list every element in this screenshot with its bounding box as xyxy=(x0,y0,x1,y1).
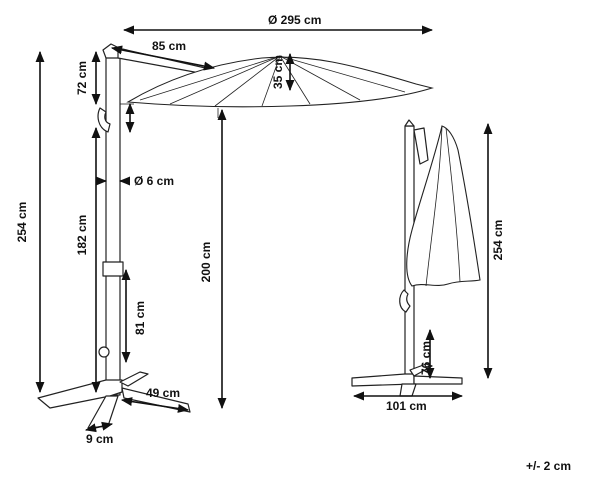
folded-height-dimension: 254 cm xyxy=(483,122,505,380)
pole-sleeve xyxy=(102,261,124,277)
clearance-height-dimension: 200 cm xyxy=(199,108,227,410)
parasol-pole xyxy=(105,49,121,396)
clearance-height-label: 200 cm xyxy=(199,242,213,283)
base-leg-back xyxy=(119,371,149,387)
lower-section-label: 81 cm xyxy=(133,301,147,335)
tolerance-note: +/- 2 cm xyxy=(526,459,571,473)
base-leg-front xyxy=(87,395,119,429)
top-section-dimension: 72 cm xyxy=(75,50,101,106)
base-foot-label: 9 cm xyxy=(86,432,113,446)
base-half-width-dimension: 49 cm xyxy=(120,386,190,413)
crank-height-label: 76 cm xyxy=(419,341,433,375)
canopy-diameter-label: Ø 295 cm xyxy=(268,13,321,27)
base-foot-dimension: 9 cm xyxy=(84,421,113,446)
total-height-dimension: 254 cm xyxy=(15,50,45,394)
pole-knob xyxy=(98,346,110,358)
folded-base-front xyxy=(399,383,417,397)
folded-crank-handle xyxy=(399,289,411,313)
pole-height-dimension: 182 cm xyxy=(75,126,101,394)
folded-canopy-seam-2 xyxy=(445,127,461,283)
pole-diameter-dimension: Ø 6 cm xyxy=(95,174,174,188)
pole-diameter-label: Ø 6 cm xyxy=(134,174,174,188)
canopy-diameter-dimension: Ø 295 cm xyxy=(122,13,434,35)
pole-height-label: 182 cm xyxy=(75,215,89,256)
canopy-height-dimension: 35 cm xyxy=(271,52,295,92)
base-leg-left xyxy=(37,379,123,409)
canopy-height-label: 35 cm xyxy=(271,55,285,89)
base-half-width-label: 49 cm xyxy=(146,386,180,400)
crank-handle xyxy=(97,107,111,133)
crank-height-dimension: 76 cm xyxy=(419,328,435,380)
folded-base-right xyxy=(413,375,463,385)
folded-canopy xyxy=(406,125,481,287)
base-width-label: 101 cm xyxy=(386,399,427,413)
arm-length-dimension: 85 cm xyxy=(110,39,216,71)
arm-length-label: 85 cm xyxy=(152,39,186,53)
folded-canopy-seam-1 xyxy=(425,125,443,287)
folded-arm xyxy=(413,127,429,165)
folded-pole-top xyxy=(404,119,415,127)
open-parasol-illustration xyxy=(37,43,435,429)
folded-height-label: 254 cm xyxy=(491,220,505,261)
lower-section-dimension: 81 cm xyxy=(121,268,147,364)
total-height-label: 254 cm xyxy=(15,202,29,243)
folded-parasol-illustration xyxy=(351,119,481,397)
top-section-label: 72 cm xyxy=(75,61,89,95)
base-width-dimension: 101 cm xyxy=(352,391,464,413)
